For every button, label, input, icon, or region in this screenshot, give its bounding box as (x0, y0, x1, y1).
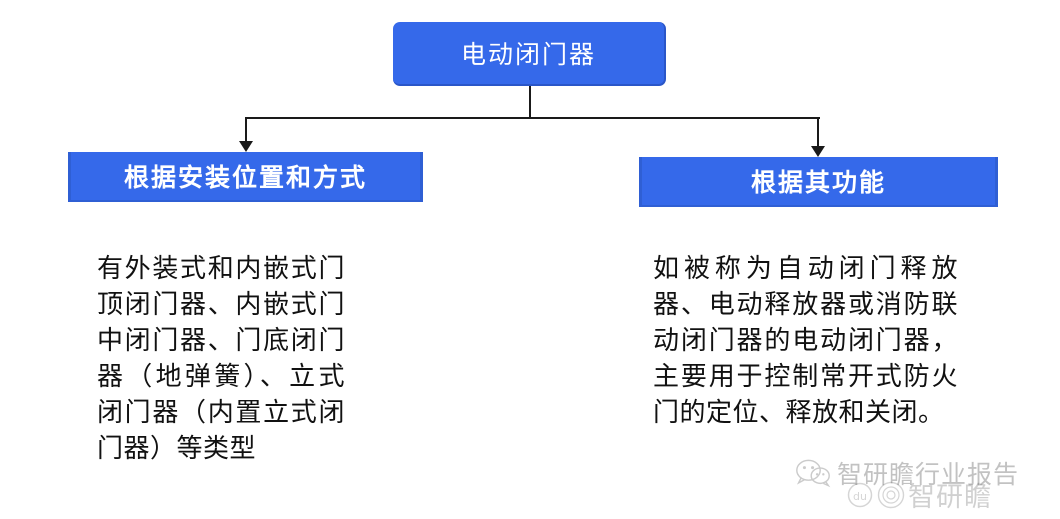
branch-node-label-right: 根据其功能 (750, 168, 886, 197)
connector-vertical-stem (529, 86, 531, 119)
branch-description-right: 如被称为自动闭门释放器、电动释放器或消防联动闭门器的电动闭门器，主要用于控制常开… (653, 254, 958, 428)
branch-node-installation-position: 根据安装位置和方式 (68, 152, 423, 202)
arrowhead-left-icon (239, 141, 253, 152)
branch-node-label-left: 根据安装位置和方式 (123, 163, 367, 192)
watermark: 智研瞻行业报告 du 智研瞻 (795, 455, 1060, 519)
baidu-du-icon: du (847, 482, 873, 507)
root-node-label: 电动闭门器 (460, 40, 596, 69)
connector-drop-left (245, 117, 247, 143)
connector-horizontal-bar (245, 117, 820, 119)
at-symbol-icon (877, 481, 905, 508)
branch-node-function: 根据其功能 (639, 157, 998, 207)
wechat-icon (796, 459, 831, 488)
branch-description-left: 有外装式和内嵌式门顶闭门器、内嵌式门中闭门器、门底闭门器（地弹簧）、立式闭门器（… (97, 254, 345, 464)
watermark-bottom-text: 智研瞻 (908, 482, 992, 513)
watermark-top-text: 智研瞻行业报告 (837, 460, 1020, 489)
connector-drop-right (817, 117, 819, 148)
root-node-electric-door-closer: 电动闭门器 (393, 22, 666, 86)
arrowhead-right-icon (811, 146, 825, 157)
watermark-top-row: 智研瞻行业报告 (795, 455, 1019, 491)
watermark-bottom-row: du 智研瞻 (847, 475, 992, 514)
svg-text:du: du (853, 490, 867, 503)
